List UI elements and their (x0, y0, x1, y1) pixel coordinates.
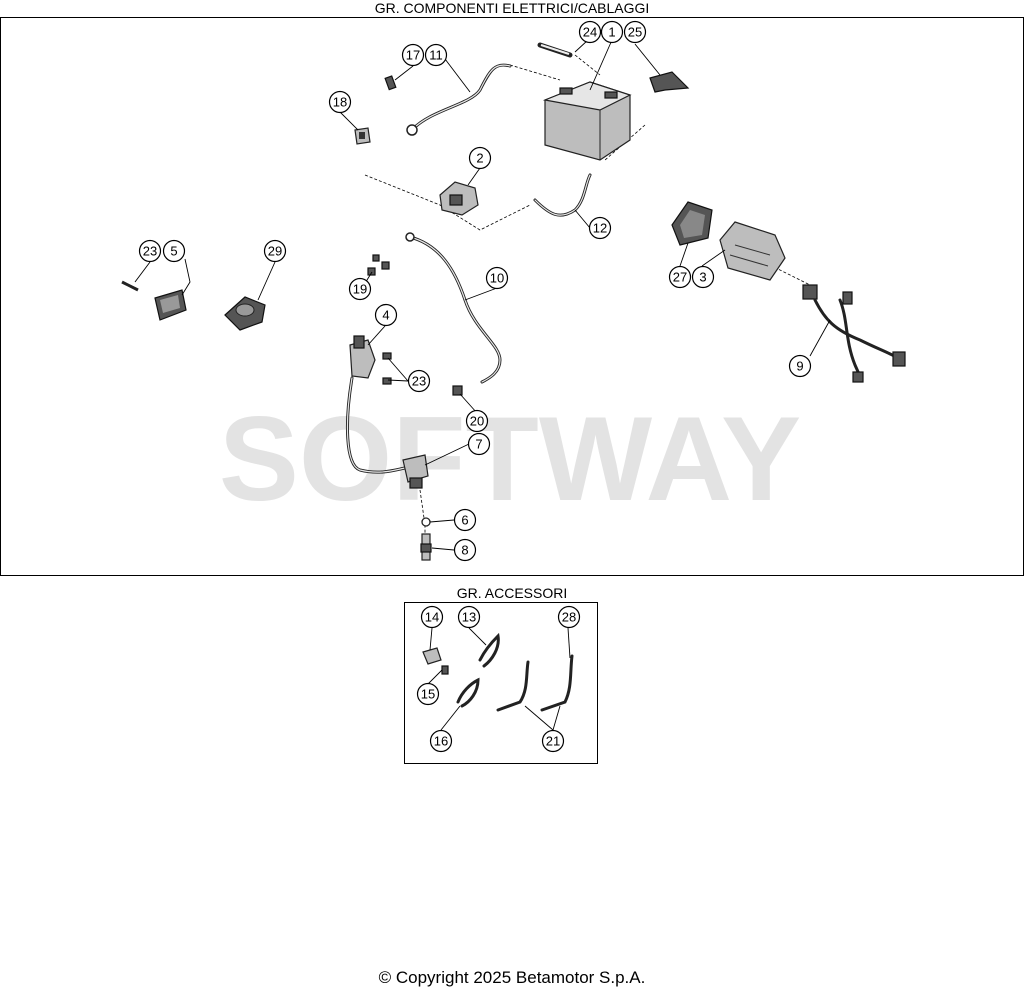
svg-text:20: 20 (470, 414, 484, 429)
cable-10 (405, 232, 502, 384)
callout-16: 16 (429, 729, 453, 753)
svg-text:21: 21 (546, 734, 560, 749)
cable-11 (406, 63, 512, 136)
svg-text:16: 16 (434, 734, 448, 749)
svg-text:27: 27 (673, 270, 687, 285)
regulator-3 (719, 221, 786, 281)
screw-17 (384, 75, 397, 91)
svg-text:29: 29 (268, 244, 282, 259)
svg-text:23: 23 (143, 244, 157, 259)
battery-part (542, 81, 632, 161)
svg-text:6: 6 (461, 513, 468, 528)
callout-8: 8 (453, 538, 477, 562)
callout-24: 24 (578, 20, 602, 44)
callout-5: 5 (162, 239, 186, 263)
svg-text:18: 18 (333, 95, 347, 110)
svg-text:11: 11 (429, 48, 443, 63)
svg-text:8: 8 (461, 543, 468, 558)
callout-7: 7 (467, 432, 491, 456)
strap-25 (649, 71, 690, 93)
accessories-group-title: GR. ACCESSORI (456, 585, 568, 601)
svg-text:12: 12 (593, 221, 607, 236)
callout-18: 18 (328, 90, 352, 114)
spark-plug-8 (420, 533, 432, 561)
svg-text:25: 25 (628, 25, 642, 40)
unit-29 (224, 296, 266, 331)
svg-text:14: 14 (425, 610, 439, 625)
svg-text:23: 23 (412, 374, 426, 389)
callout-11: 11 (424, 43, 448, 67)
svg-text:5: 5 (170, 244, 177, 259)
accessory-15 (441, 665, 449, 675)
svg-text:3: 3 (699, 270, 706, 285)
cable-12 (533, 173, 592, 217)
callout-12: 12 (588, 216, 612, 240)
callout-28: 28 (557, 605, 581, 629)
svg-text:1: 1 (608, 25, 615, 40)
callout-13: 13 (457, 605, 481, 629)
nut-20 (452, 385, 463, 396)
svg-text:24: 24 (583, 25, 597, 40)
coil-4 (349, 335, 392, 385)
accessory-14 (422, 647, 442, 665)
svg-text:15: 15 (421, 687, 435, 702)
callout-25: 25 (623, 20, 647, 44)
accessory-16 (456, 677, 480, 708)
main-group-title: GR. COMPONENTI ELETTRICI/CABLAGGI (374, 0, 650, 16)
svg-text:13: 13 (462, 610, 476, 625)
accessory-13 (478, 632, 500, 668)
svg-text:7: 7 (475, 437, 482, 452)
washer-6 (421, 517, 431, 527)
callout-10: 10 (485, 266, 509, 290)
svg-text:9: 9 (796, 359, 803, 374)
svg-text:2: 2 (476, 151, 483, 166)
accessory-21-28 (496, 654, 574, 712)
switch-5 (121, 280, 187, 321)
callout-6: 6 (453, 508, 477, 532)
callout-23-coil: 23 (407, 369, 431, 393)
svg-text:28: 28 (562, 610, 576, 625)
callout-4: 4 (374, 303, 398, 327)
callout-21: 21 (541, 729, 565, 753)
relay-2 (439, 181, 479, 216)
cover-27 (671, 201, 713, 246)
plug-cap-7 (346, 376, 429, 489)
svg-text:17: 17 (406, 48, 420, 63)
callout-14: 14 (420, 605, 444, 629)
callout-27: 27 (668, 265, 692, 289)
callout-29: 29 (263, 239, 287, 263)
callout-2: 2 (468, 146, 492, 170)
callout-17: 17 (401, 43, 425, 67)
callout-15: 15 (416, 682, 440, 706)
svg-text:4: 4 (382, 308, 389, 323)
callout-1: 1 (600, 20, 624, 44)
callout-9: 9 (788, 354, 812, 378)
harness-9 (802, 284, 906, 383)
accessories-diagram-frame (404, 602, 598, 764)
bolt-24 (537, 42, 573, 58)
callout-20: 20 (465, 409, 489, 433)
svg-text:10: 10 (490, 271, 504, 286)
callout-3: 3 (691, 265, 715, 289)
nuts-19 (367, 254, 390, 276)
callout-19: 19 (348, 277, 372, 301)
watermark: SOFTWAY (219, 392, 801, 526)
svg-text:19: 19 (353, 282, 367, 297)
leader-lines (134, 39, 831, 731)
callout-23-left: 23 (138, 239, 162, 263)
clip-18 (354, 127, 371, 145)
copyright-notice: © Copyright 2025 Betamotor S.p.A. (378, 968, 646, 987)
